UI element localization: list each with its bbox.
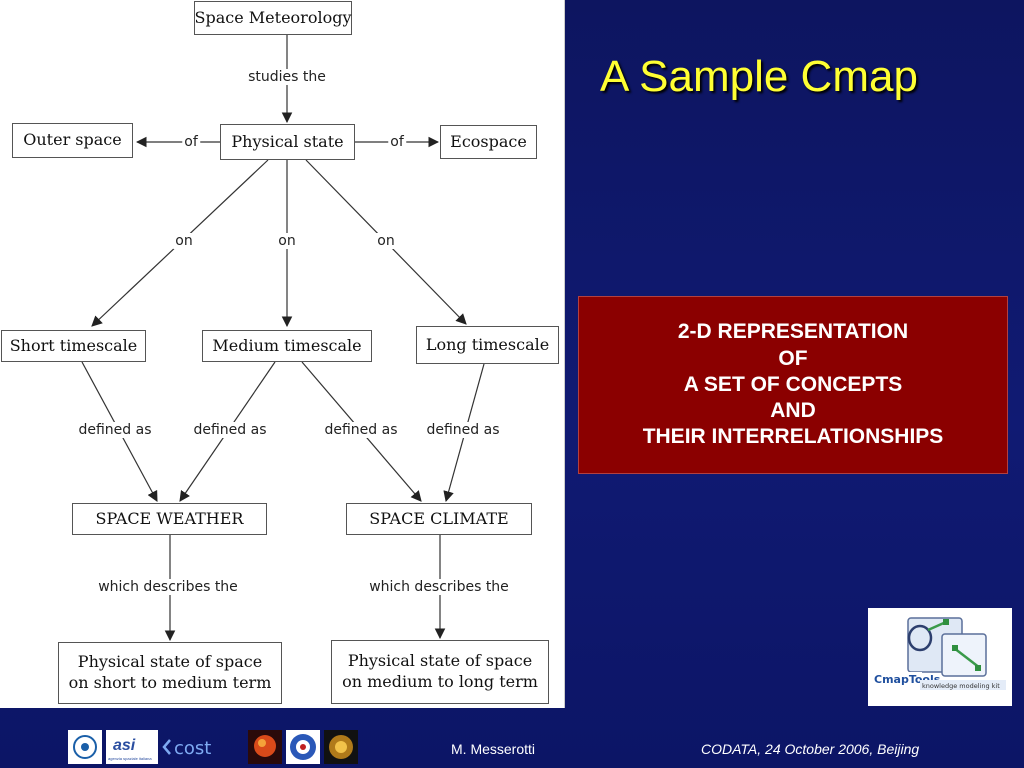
- cost-logo-text: cost: [174, 738, 211, 759]
- concept-space-climate: SPACE CLIMATE: [346, 503, 532, 535]
- link-defined-as-1: defined as: [76, 422, 154, 438]
- link-defined-as-4: defined as: [424, 422, 502, 438]
- concept-physical-state: Physical state: [220, 124, 355, 160]
- definition-line: OF: [778, 346, 808, 370]
- footer-logo-cost: cost: [162, 738, 211, 759]
- concept-ecospace: Ecospace: [440, 125, 537, 159]
- footer-logo-asi: asi agenzia spaziale italiana: [106, 730, 158, 764]
- link-of-left: of: [182, 134, 200, 150]
- footer-logo-1: [68, 730, 102, 764]
- footer-logo-6: [324, 730, 358, 764]
- definition-line: THEIR INTERRELATIONSHIPS: [642, 425, 944, 449]
- link-on-middle: on: [276, 233, 298, 249]
- slide-title: A Sample Cmap: [600, 52, 918, 101]
- concept-physical-state-medium-long: Physical state of space on medium to lon…: [331, 640, 549, 704]
- cmaptools-logo-graphic: CmapTools knowledge modeling kit: [868, 608, 1012, 706]
- footer-event: CODATA, 24 October 2006, Beijing: [701, 741, 920, 757]
- cmaptools-logo: CmapTools knowledge modeling kit: [868, 608, 1012, 706]
- concept-medium-timescale: Medium timescale: [202, 330, 372, 362]
- definition-line: A SET OF CONCEPTS: [683, 372, 903, 396]
- link-defined-as-3: defined as: [322, 422, 400, 438]
- concept-short-timescale: Short timescale: [1, 330, 146, 362]
- link-on-right: on: [375, 233, 397, 249]
- footer-logo-4: [248, 730, 282, 764]
- concept-long-timescale: Long timescale: [416, 326, 559, 364]
- concept-space-meteorology: Space Meteorology: [194, 1, 352, 35]
- link-of-right: of: [388, 134, 406, 150]
- link-studies-the: studies the: [246, 69, 328, 85]
- asi-logo-subtext: agenzia spaziale italiana: [108, 756, 152, 761]
- concept-space-weather: SPACE WEATHER: [72, 503, 267, 535]
- link-describes-2: which describes the: [367, 579, 511, 595]
- footer-author: M. Messerotti: [451, 741, 536, 757]
- footer-logo-5: [286, 730, 320, 764]
- concept-physical-state-short-medium: Physical state of space on short to medi…: [58, 642, 282, 704]
- link-describes-1: which describes the: [96, 579, 240, 595]
- asi-logo-text: asi: [113, 737, 136, 754]
- definition-box: 2-D REPRESENTATION OF A SET OF CONCEPTS …: [578, 296, 1008, 474]
- definition-line: 2-D REPRESENTATION: [677, 320, 909, 344]
- definition-line: AND: [770, 399, 816, 423]
- concept-map: Space Meteorology Physical state Outer s…: [0, 0, 565, 708]
- cmaptools-tagline: knowledge modeling kit: [922, 682, 1000, 690]
- concept-outer-space: Outer space: [12, 123, 133, 158]
- link-defined-as-2: defined as: [191, 422, 269, 438]
- link-on-left: on: [173, 233, 195, 249]
